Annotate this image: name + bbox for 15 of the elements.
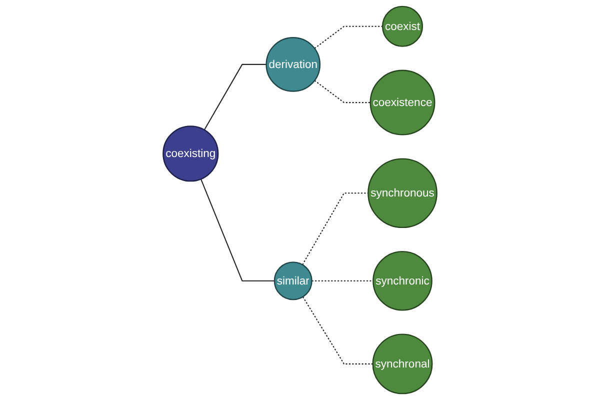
node-circle: synchronous bbox=[368, 158, 438, 228]
connector bbox=[314, 26, 383, 49]
node-circle: synchronal bbox=[372, 334, 433, 394]
node-circle: derivation bbox=[266, 37, 321, 92]
node-circle: coexist bbox=[382, 6, 424, 47]
node-circle: coexisting bbox=[162, 126, 219, 182]
node-circle: synchronic bbox=[372, 250, 432, 311]
connector bbox=[302, 296, 373, 364]
node-circle: similar bbox=[274, 262, 312, 300]
connector bbox=[312, 280, 374, 282]
connector bbox=[314, 80, 370, 104]
connector bbox=[204, 64, 266, 130]
connector bbox=[302, 192, 368, 265]
node-circle: coexistence bbox=[370, 70, 436, 136]
connector bbox=[200, 178, 274, 282]
